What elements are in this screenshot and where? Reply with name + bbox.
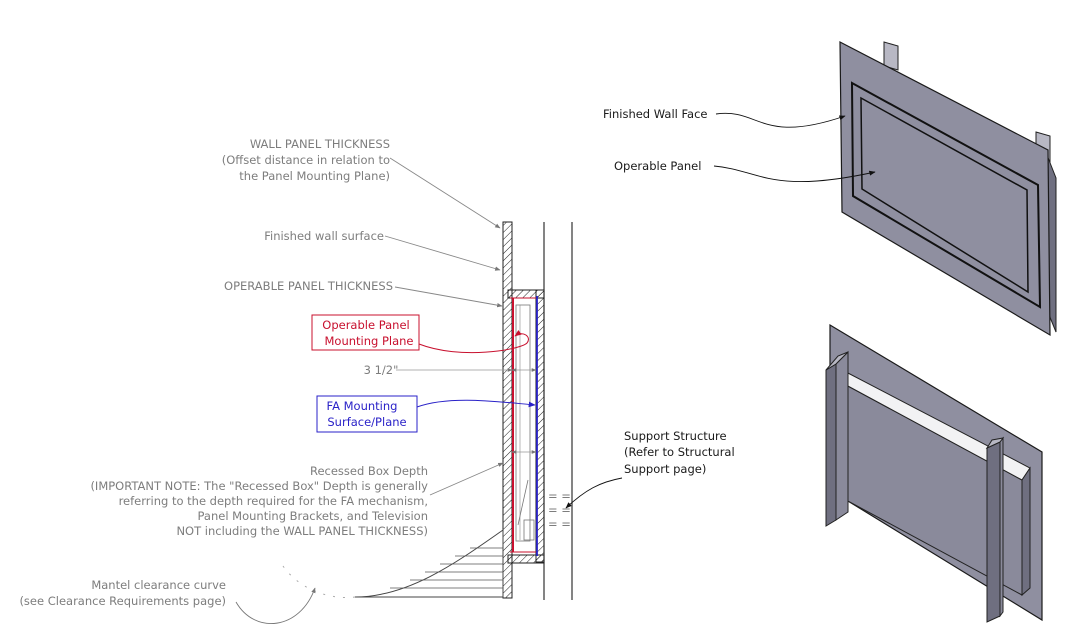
leader-lines: [235, 157, 623, 624]
svg-text:Recessed Box Depth: Recessed Box Depth: [310, 464, 428, 478]
finished-wall-face-label: Finished Wall Face: [603, 107, 708, 121]
iso-view-closed: [839, 41, 1057, 337]
finished-wall-surface-label: Finished wall surface: [264, 229, 384, 243]
svg-text:FA Mounting: FA Mounting: [327, 399, 398, 413]
mantel-clearance-area: [282, 529, 504, 599]
section-view: = = = = = =: [19, 137, 735, 624]
svg-text:(Offset distance in relation t: (Offset distance in relation to: [222, 153, 390, 167]
fa-mounting-surface-label: FA Mounting Surface/Plane: [327, 399, 407, 429]
iso-view-open: [825, 323, 1043, 623]
operable-panel-mounting-plane-label: Operable Panel Mounting Plane: [322, 318, 413, 348]
svg-text:the Panel Mounting Plane): the Panel Mounting Plane): [239, 169, 390, 183]
dimension-lines: [396, 368, 537, 454]
svg-text:Mantel clearance curve: Mantel clearance curve: [91, 578, 226, 592]
svg-text:(IMPORTANT NOTE: The "Recessed: (IMPORTANT NOTE: The "Recessed Box" Dept…: [90, 479, 428, 493]
recessed-box: [507, 289, 545, 564]
svg-text:(Refer to Structural: (Refer to Structural: [624, 445, 735, 459]
operable-panel-thickness-label: OPERABLE PANEL THICKNESS: [224, 279, 393, 293]
svg-text:NOT including the WALL PANEL T: NOT including the WALL PANEL THICKNESS): [176, 524, 428, 538]
svg-text:Surface/Plane: Surface/Plane: [327, 415, 406, 429]
wall-panel: [502, 221, 513, 599]
wall-panel-thickness-label: WALL PANEL THICKNESS (Offset distance in…: [222, 137, 390, 183]
svg-text:(see Clearance Requirements pa: (see Clearance Requirements page): [19, 594, 226, 608]
svg-text:Support page): Support page): [624, 462, 706, 476]
support-structure-lines: [543, 222, 573, 600]
equal-marks: = = = = = =: [548, 489, 571, 531]
svg-text:= =: = =: [548, 503, 571, 517]
svg-text:WALL PANEL THICKNESS: WALL PANEL THICKNESS: [250, 137, 390, 151]
svg-text:= =: = =: [548, 517, 571, 531]
mounting-plane-red: [510, 297, 536, 553]
support-structure-label: Support Structure (Refer to Structural S…: [624, 429, 735, 476]
svg-text:Panel Mounting Brackets, and T: Panel Mounting Brackets, and Television: [197, 509, 428, 523]
svg-text:= =: = =: [548, 489, 571, 503]
svg-text:Support Structure: Support Structure: [624, 429, 727, 443]
fa-plane-box: [316, 395, 418, 433]
svg-text:referring to the depth require: referring to the depth required for the …: [119, 494, 428, 508]
operable-panel-label: Operable Panel: [614, 159, 701, 173]
svg-text:Mounting Plane: Mounting Plane: [324, 334, 413, 348]
mounting-plane-box: [311, 314, 420, 351]
dimension-label: 3 1/2": [364, 363, 399, 377]
iso-leader-lines: [713, 112, 876, 183]
recessed-box-depth-label: Recessed Box Depth (IMPORTANT NOTE: The …: [90, 464, 428, 538]
svg-text:Operable Panel: Operable Panel: [322, 318, 409, 332]
mantel-clearance-label: Mantel clearance curve (see Clearance Re…: [19, 578, 226, 608]
